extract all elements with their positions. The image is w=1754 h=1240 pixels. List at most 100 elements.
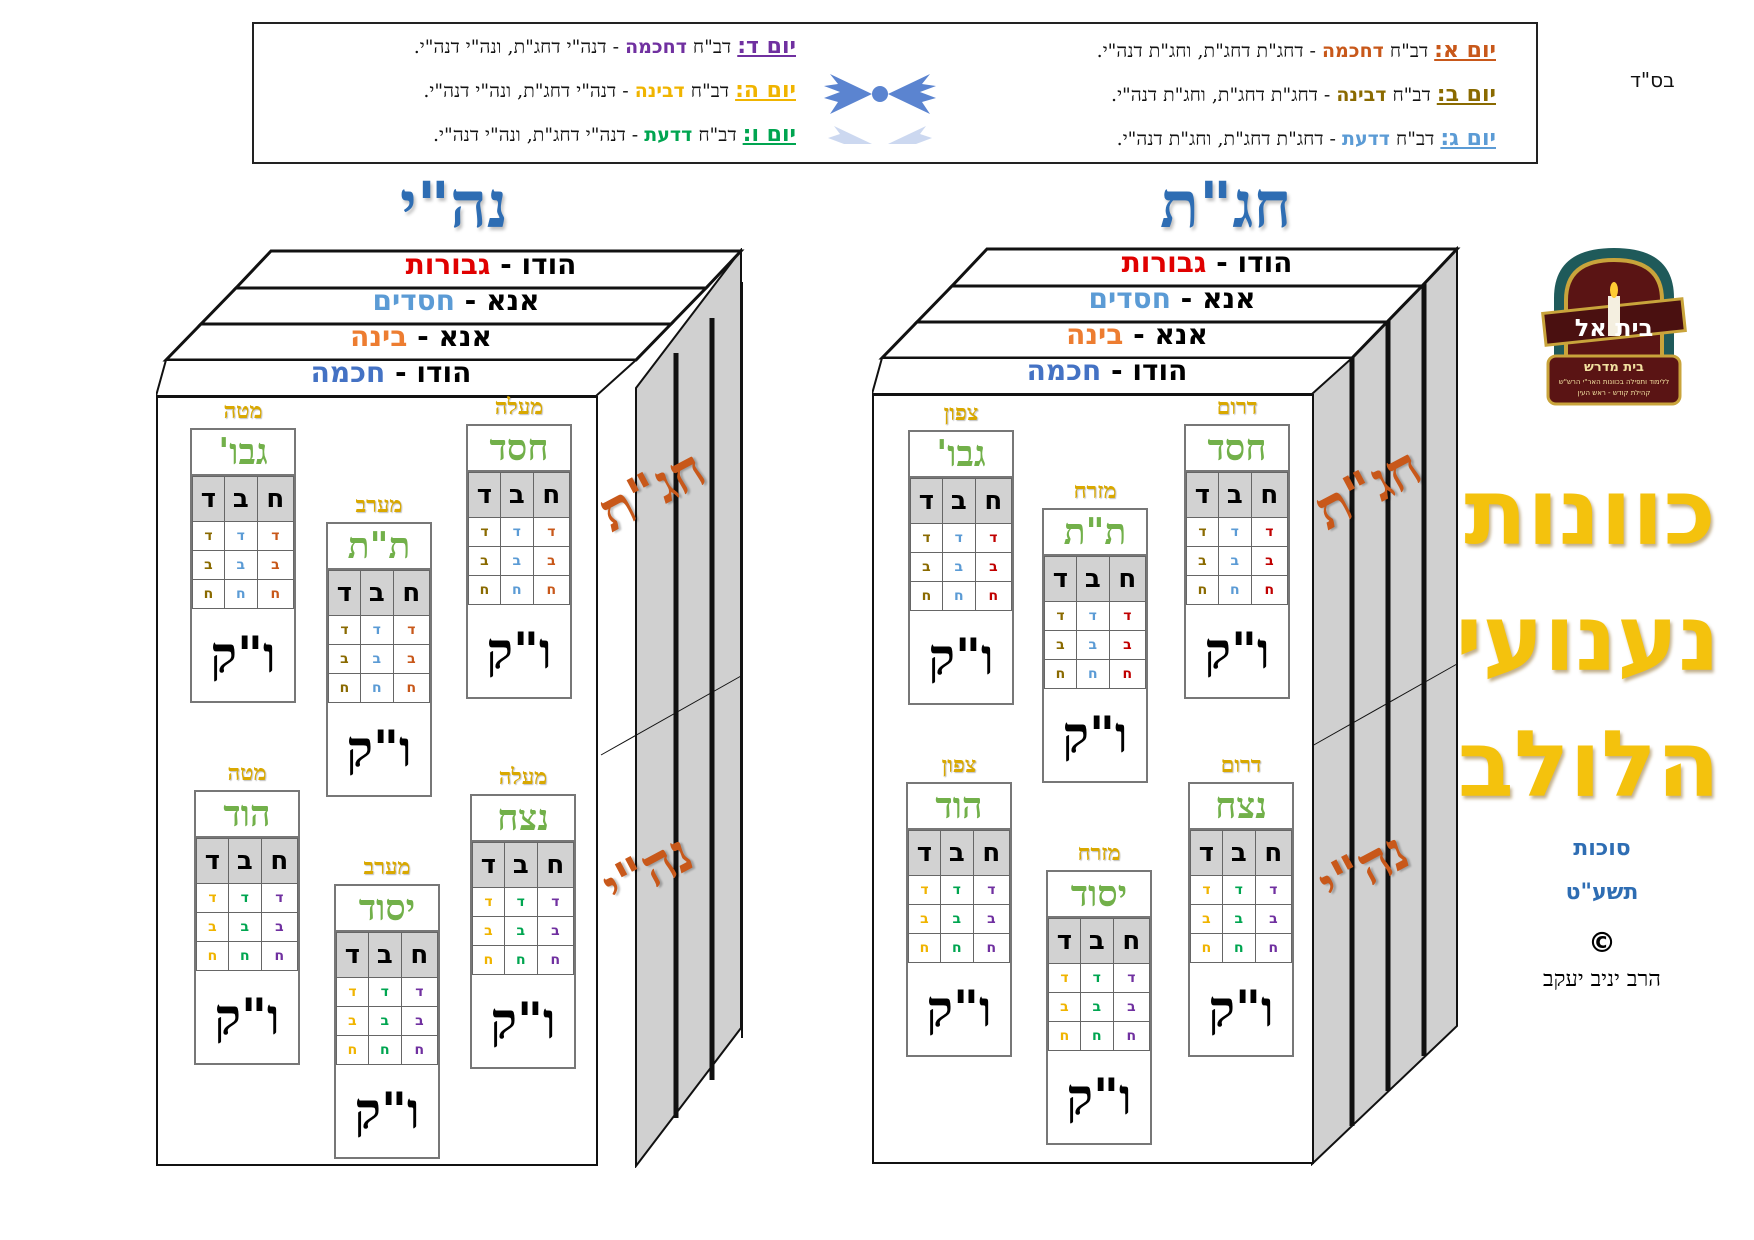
sefira-title: גבו' [910,432,1012,478]
grid-header-cell: ד [472,842,505,888]
grid-cell: ח [1112,1021,1151,1051]
grid-cell: ב [503,916,538,946]
grid-cell: ב [196,912,229,942]
grid-cell: ד [196,883,229,913]
grid-cell: ב [1221,904,1256,934]
grid-cell: ח [1217,575,1252,605]
day-label: יום ג: [1440,126,1496,151]
grid-cell: ד [1217,517,1252,547]
slab-1: הודו - גבורות [405,248,577,281]
grid-cell: ד [908,875,941,905]
slab-sefira: חסדים [1088,282,1171,315]
grid-header-cell: ד [196,838,229,884]
grid-header-cell: ח [972,830,1011,876]
day-label: יום ד: [737,34,796,59]
grid-header-cell: ד [910,478,943,524]
day-label: יום ב: [1436,82,1496,107]
grid-cell: ח [1079,1021,1114,1051]
grid-cell: ח [1186,575,1219,605]
slab-2: אנא - חסדים [1088,282,1256,315]
cube-heading-chagat: חג"ת [1160,168,1292,243]
vk-label: ו"ק [354,1081,420,1140]
grid-cell: ב [223,550,258,580]
title-line-2: נענועי [1455,585,1720,692]
slab-sefira: חכמה [1026,354,1102,387]
grid-cell: ח [336,1035,369,1065]
slab-word: אנא [1144,318,1208,351]
day-label: יום ו: [742,122,796,147]
bsd-mark: בס"ד [1630,68,1675,92]
grid-cell: ח [472,945,505,975]
direction-label: מזרח [1077,840,1121,866]
legend-row: יום ה: דב"ח דבינה - דנה"י דחג"ת, ונה"י ד… [423,78,796,103]
year-label: תשע"ט [1565,880,1639,905]
grid-cell: ב [1190,904,1223,934]
legend-row: יום ד: דב"ח דחכמה - דנה"י דחג"ת, ונה"י ד… [414,34,796,59]
grid-header-cell: ח [256,476,295,522]
grid-cell: ד [1254,875,1293,905]
vk-label: ו"ק [486,621,552,680]
grid-header-cell: ח [260,838,299,884]
grid-cell: ד [536,887,575,917]
grid-cell: ח [910,581,943,611]
days-legend: יום א: דב"ח דחכמה - דחג"ת דחג"ת, וחג"ת ד… [252,22,1538,164]
grid-cell: ח [227,941,262,971]
title-line-1: כוונות [1464,459,1716,566]
grid-cell: ב [1250,546,1289,576]
slab-4: הודו - חכמה [310,356,472,389]
grid-cell: ד [336,977,369,1007]
grid-cell: ד [1190,875,1223,905]
grid-cell: ד [359,615,394,645]
grid-cell: ד [328,615,361,645]
copyright-icon: © [1588,926,1616,959]
grid-header-cell: ב [499,472,534,518]
grid-header-cell: ב [503,842,538,888]
direction-label: מטה [223,398,263,424]
slab-sefira: בינה [350,320,408,353]
legend-row: יום א: דב"ח דחכמה - דחג"ת דחג"ת, וחג"ת ד… [1097,38,1496,63]
vk-label: ו"ק [214,987,280,1046]
grid-cell: ד [532,517,571,547]
legend-prefix: דב"ח [690,80,730,102]
grid-header-cell: ח [536,842,575,888]
grid-header-cell: ח [400,932,439,978]
grid-cell: ד [941,523,976,553]
grid-cell: ח [908,933,941,963]
grid-cell: ב [227,912,262,942]
slab-word: הודו [416,356,472,389]
grid-cell: ד [1221,875,1256,905]
legend-rest: - דנה"י דחג"ת, ונה"י דנה"י. [423,80,629,102]
grid-cell: ח [260,941,299,971]
grid-cell: ב [536,916,575,946]
grid-cell: ב [908,904,941,934]
vk-label: ו"ק [1204,621,1270,680]
grid-header-cell: ד [468,472,501,518]
grid-cell: ב [1254,904,1293,934]
slab-4: הודו - חכמה [1026,354,1188,387]
grid-header-cell: ח [1112,918,1151,964]
grid-header-cell: ד [1048,918,1081,964]
grid-cell: ד [939,875,974,905]
grid-cell: ב [336,1006,369,1036]
slab-word: הודו [521,248,577,281]
slab-sefira: גבורות [405,248,491,281]
vk-label: ו"ק [210,625,276,684]
grid-cell: ד [223,521,258,551]
sefira-title: גבו' [192,430,294,476]
grid-header-cell: ב [359,570,394,616]
grid-cell: ח [974,581,1013,611]
direction-label: מזרח [1073,478,1117,504]
direction-label: צפון [943,400,979,426]
grid-cell: ח [941,581,976,611]
grid-cell: ד [1048,963,1081,993]
grid-cell: ח [1048,1021,1081,1051]
slab-word: אנא [1202,282,1256,315]
